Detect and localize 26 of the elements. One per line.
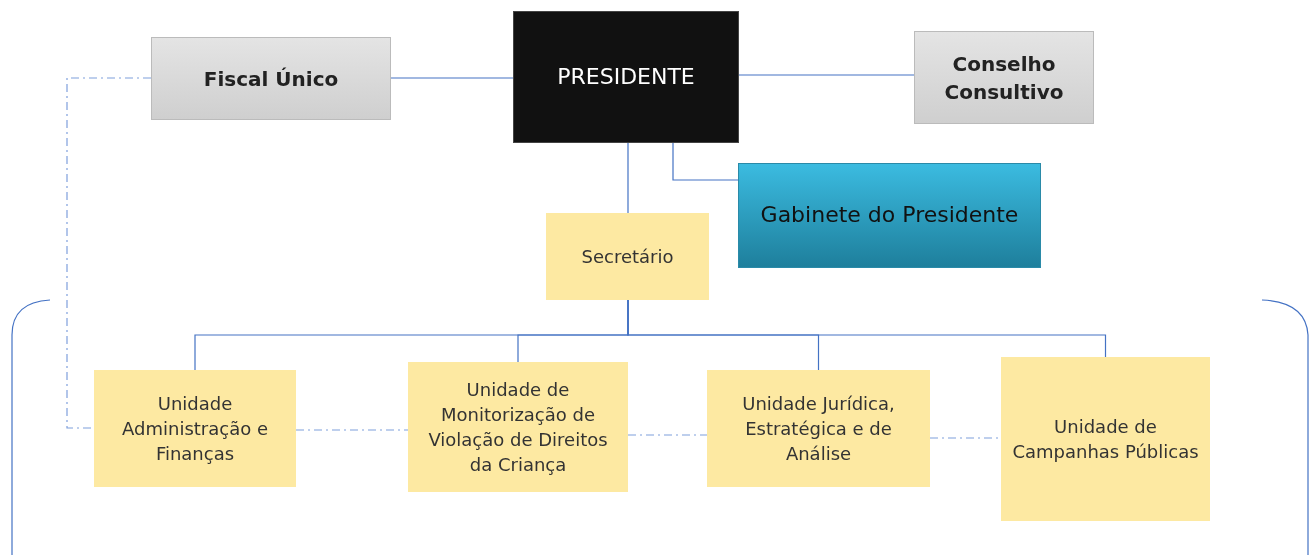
unit-box	[94, 370, 296, 487]
box-label: Secretário	[581, 244, 674, 269]
box-label: Conselho Consultivo	[943, 50, 1065, 106]
box-label: Unidade Jurídica, Estratégica e de Análise	[741, 391, 896, 467]
box-label: Fiscal Único	[203, 65, 339, 93]
box-label: PRESIDENTE	[557, 62, 695, 91]
box-label: Gabinete do Presidente	[760, 201, 1019, 230]
org-box	[738, 163, 1041, 268]
org-box	[513, 11, 739, 143]
connector-line	[738, 74, 915, 76]
org-box	[151, 37, 391, 120]
box-label: Unidade de Campanhas Públicas	[1011, 414, 1200, 464]
unit-box	[707, 370, 930, 487]
box-label: Unidade de Monitorização de Violação de Direitos da Criança	[427, 377, 609, 478]
connector-line	[672, 142, 739, 181]
unit-box	[408, 362, 628, 492]
box-label: Unidade Administração e Finanças	[121, 391, 269, 467]
dash-dot-connector	[627, 434, 708, 436]
unit-box	[546, 213, 709, 300]
connector-line	[627, 299, 1107, 358]
dash-dot-connector	[66, 77, 152, 429]
unit-box	[1001, 357, 1210, 521]
connector-line	[390, 77, 514, 79]
connector-line	[627, 142, 629, 214]
dash-dot-connector	[295, 429, 409, 431]
org-box	[914, 31, 1094, 124]
